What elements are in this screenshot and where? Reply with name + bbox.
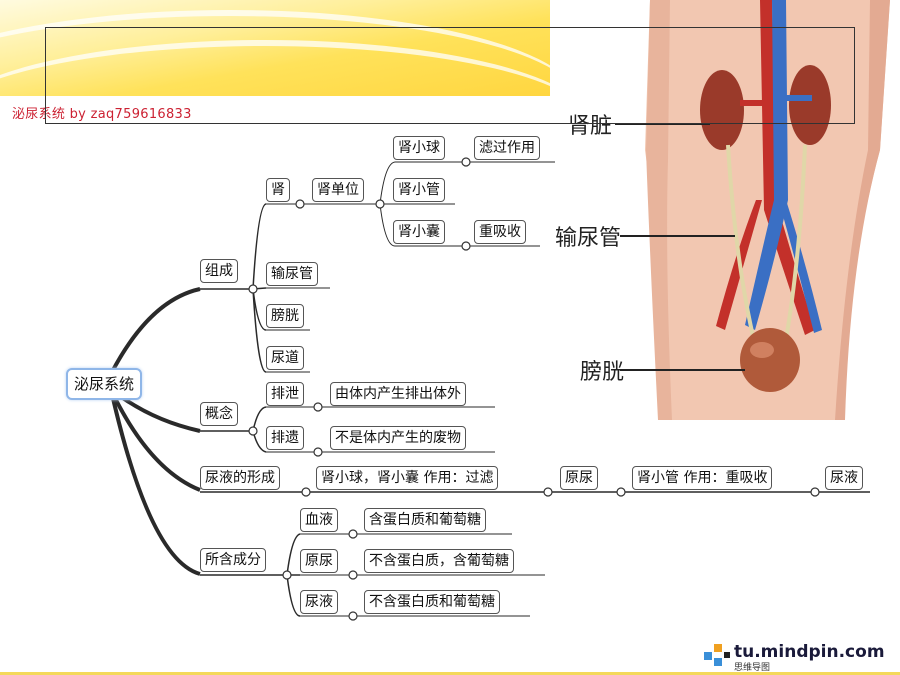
node-nephron[interactable]: 肾单位: [312, 178, 364, 202]
node-ureter[interactable]: 输尿管: [266, 262, 318, 286]
node-glomerulus[interactable]: 肾小球: [393, 136, 445, 160]
node-primary-desc[interactable]: 不含蛋白质，含葡萄糖: [364, 549, 514, 573]
urinary-anatomy-illustration: 肾脏 输尿管 膀胱: [550, 0, 900, 420]
ureter-label: 输尿管: [555, 226, 621, 251]
kidney-label: 肾脏: [568, 114, 612, 139]
brand-subtext: 思维导图: [734, 663, 771, 673]
header-banner: [0, 0, 590, 96]
node-components-primary[interactable]: 原尿: [300, 549, 338, 573]
node-concept[interactable]: 概念: [200, 402, 238, 426]
node-formation-step1[interactable]: 肾小球，肾小囊 作用：过滤: [316, 466, 499, 490]
node-kidney[interactable]: 肾: [266, 178, 290, 202]
node-capsule[interactable]: 肾小囊: [393, 220, 445, 244]
node-filtration[interactable]: 滤过作用: [474, 136, 540, 160]
bottom-divider: [0, 672, 900, 675]
node-blood-desc[interactable]: 含蛋白质和葡萄糖: [364, 508, 486, 532]
node-urethra[interactable]: 尿道: [266, 346, 304, 370]
node-tubule[interactable]: 肾小管: [393, 178, 445, 202]
node-composition[interactable]: 组成: [200, 259, 238, 283]
frame-rectangle: [45, 27, 855, 124]
node-egestion[interactable]: 排遗: [266, 426, 304, 450]
mindpin-logo-icon: [704, 644, 730, 666]
node-blood[interactable]: 血液: [300, 508, 338, 532]
node-urine-desc[interactable]: 不含蛋白质和葡萄糖: [364, 590, 500, 614]
node-formation[interactable]: 尿液的形成: [200, 466, 280, 490]
brand-text: tu.mindpin.com: [734, 642, 885, 662]
node-reabsorption[interactable]: 重吸收: [474, 220, 526, 244]
node-formation-step2[interactable]: 肾小管 作用：重吸收: [632, 466, 773, 490]
node-components[interactable]: 所含成分: [200, 548, 266, 572]
root-node[interactable]: 泌尿系统: [66, 368, 143, 400]
node-egestion-desc[interactable]: 不是体内产生的废物: [330, 426, 466, 450]
bladder-label: 膀胱: [580, 360, 624, 385]
left-kidney-shape: [700, 70, 744, 150]
node-primary-urine[interactable]: 原尿: [560, 466, 598, 490]
node-bladder[interactable]: 膀胱: [266, 304, 304, 328]
node-components-urine[interactable]: 尿液: [300, 590, 338, 614]
node-excretion-desc[interactable]: 由体内产生排出体外: [330, 382, 466, 406]
node-excretion[interactable]: 排泄: [266, 382, 304, 406]
node-urine[interactable]: 尿液: [825, 466, 863, 490]
page-subtitle: 泌尿系统 by zaq759616833: [12, 107, 192, 122]
